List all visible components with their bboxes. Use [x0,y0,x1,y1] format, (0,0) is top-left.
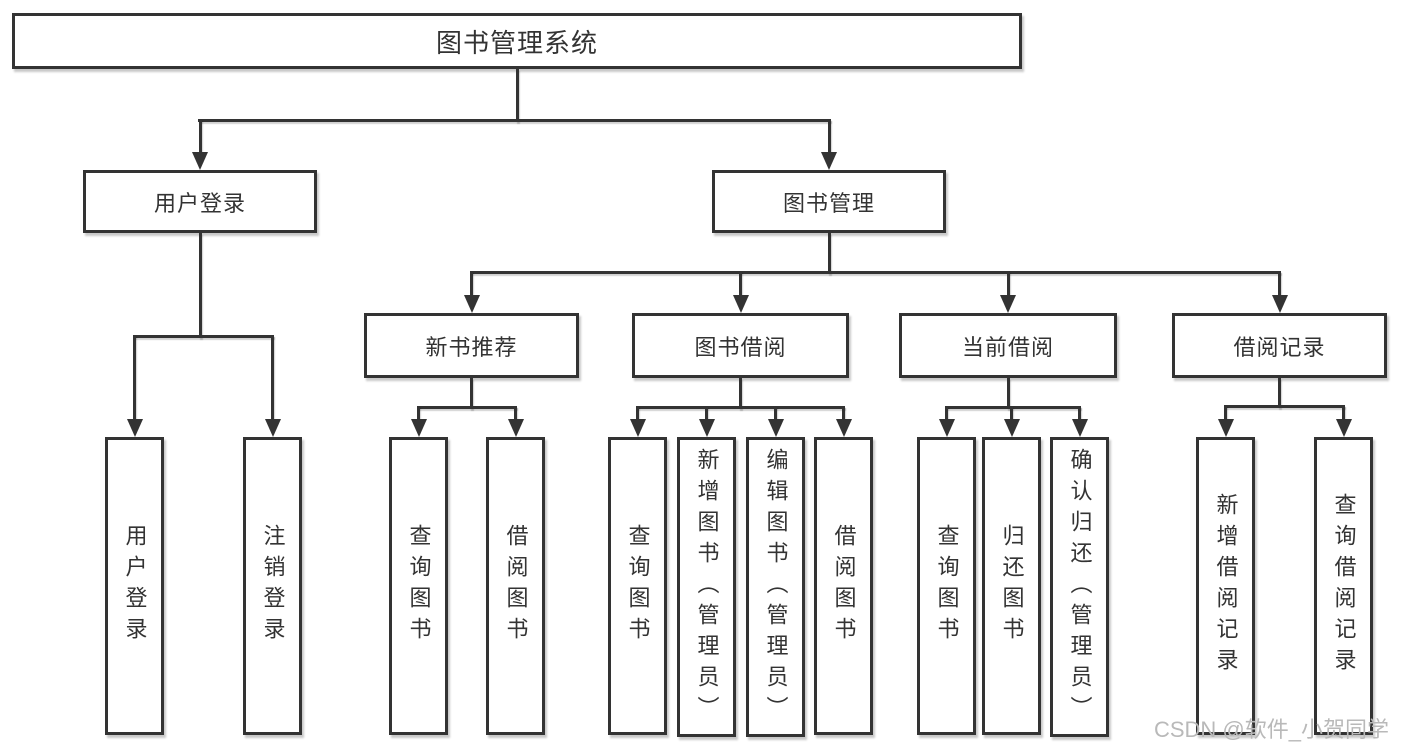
node-user-login-label: 用户登录 [153,190,246,216]
connector-arrow [264,335,281,437]
connector-line [417,406,517,409]
connector-line [1006,378,1010,409]
leaf-borrow-book-recommend-label: 借阅图书 [503,524,529,648]
leaf-borrow-book-recommend: 借阅图书 [486,437,545,735]
leaf-query-borrow-record: 查询借阅记录 [1314,437,1373,735]
node-book-management-label: 图书管理 [782,190,875,216]
leaf-return-book: 归还图书 [982,437,1041,735]
node-borrow-records: 借阅记录 [1172,313,1387,378]
leaf-query-book-borrow-label: 查询图书 [625,524,651,648]
node-user-login: 用户登录 [83,170,317,233]
leaf-confirm-return-admin: 确认归还（管理员） [1050,437,1109,737]
leaf-user-login-label: 用户登录 [122,524,148,648]
node-new-book-recommend: 新书推荐 [364,313,579,378]
leaf-query-book-recommend-label: 查询图书 [406,524,432,648]
leaf-edit-book-admin: 编辑图书（管理员） [746,437,805,737]
leaf-query-book-borrow: 查询图书 [608,437,667,735]
connector-arrow [767,406,784,437]
connector-arrow [1271,271,1288,313]
leaf-confirm-return-admin-label: 确认归还（管理员） [1067,447,1093,727]
connector-arrow [938,406,955,437]
connector-arrow [126,335,143,437]
connector-arrow [1000,271,1016,313]
leaf-user-login: 用户登录 [105,437,164,735]
node-current-borrow: 当前借阅 [899,313,1117,378]
connector-line [470,378,473,409]
leaf-add-borrow-record: 新增借阅记录 [1196,437,1255,735]
connector-line [1278,378,1281,408]
csdn-watermark: CSDN @软件_小贺同学 [1153,717,1389,742]
node-borrow-records-label: 借阅记录 [1233,334,1326,360]
connector-arrow [835,406,852,437]
node-new-book-recommend-label: 新书推荐 [425,334,518,360]
node-book-management: 图书管理 [712,170,946,233]
node-root: 图书管理系统 [12,13,1022,69]
node-root-label: 图书管理系统 [435,27,598,58]
leaf-query-book-current-label: 查询图书 [934,524,960,648]
leaf-add-book-admin: 新增图书（管理员） [677,437,736,737]
connector-line [827,233,831,274]
connector-arrow [1217,405,1234,437]
connector-line [739,378,742,409]
connector-line [198,233,202,338]
connector-line [198,119,831,122]
connector-line [515,69,519,122]
leaf-query-book-current: 查询图书 [917,437,976,735]
connector-arrow [507,406,524,437]
connector-arrow [410,406,427,437]
leaf-edit-book-admin-label: 编辑图书（管理员） [763,447,789,727]
node-book-borrow-label: 图书借阅 [694,334,787,360]
node-current-borrow-label: 当前借阅 [961,334,1054,360]
connector-arrow [821,119,837,170]
connector-arrow [732,271,749,313]
connector-arrow [629,406,646,437]
leaf-add-borrow-record-label: 新增借阅记录 [1213,493,1239,679]
leaf-logout-login-label: 注销登录 [260,524,286,648]
connector-arrow [1335,405,1352,437]
connector-arrow [1003,406,1020,437]
node-book-borrow: 图书借阅 [632,313,849,378]
leaf-logout-login: 注销登录 [243,437,302,735]
connector-arrow [463,271,480,313]
connector-line [636,406,845,409]
connector-arrow [698,406,715,437]
connector-line [1224,405,1345,408]
leaf-return-book-label: 归还图书 [999,524,1025,648]
leaf-borrow-book-label: 借阅图书 [831,524,857,648]
leaf-borrow-book: 借阅图书 [814,437,873,735]
connector-line [133,335,274,338]
connector-arrow [1071,406,1088,437]
connector-line [470,271,1281,274]
connector-line [945,406,1081,409]
leaf-query-borrow-record-label: 查询借阅记录 [1331,493,1357,679]
leaf-query-book-recommend: 查询图书 [389,437,448,735]
leaf-add-book-admin-label: 新增图书（管理员） [694,447,720,727]
connector-arrow [192,119,208,170]
